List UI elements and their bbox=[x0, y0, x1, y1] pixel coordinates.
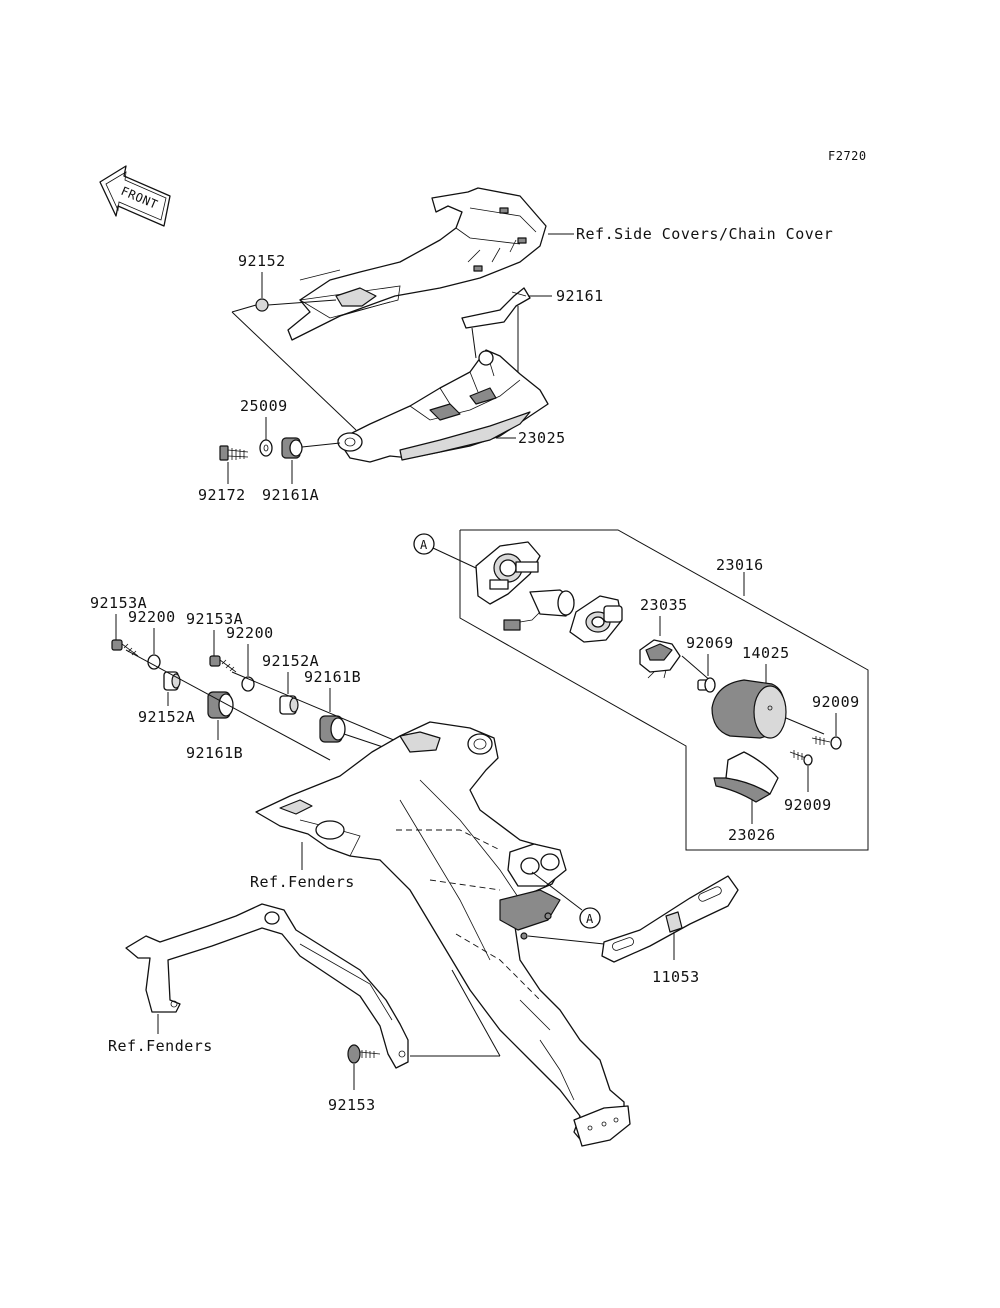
label-92161: 92161 bbox=[556, 287, 604, 305]
ref-fenders-upper-label: Ref.Fenders bbox=[250, 873, 355, 891]
label-92069: 92069 bbox=[686, 634, 734, 652]
ref-side-covers-label: Ref.Side Covers/Chain Cover bbox=[576, 225, 833, 243]
label-92152: 92152 bbox=[238, 252, 286, 270]
label-92153: 92153 bbox=[328, 1096, 376, 1114]
label-92152A-right: 92152A bbox=[262, 652, 319, 670]
bulb-socket-23035-part bbox=[639, 639, 681, 679]
svg-text:A: A bbox=[586, 912, 594, 926]
label-92161B-left: 92161B bbox=[186, 744, 243, 762]
label-92009-lower: 92009 bbox=[784, 796, 832, 814]
washer-25009-part bbox=[259, 439, 273, 457]
label-23035: 23035 bbox=[640, 596, 688, 614]
label-14025: 14025 bbox=[742, 644, 790, 662]
svg-text:A: A bbox=[420, 538, 428, 552]
figure-code: F2720 bbox=[828, 149, 867, 163]
ref-marker-a-lower: A bbox=[579, 907, 601, 929]
label-23025: 23025 bbox=[518, 429, 566, 447]
bulb-holder-part bbox=[569, 595, 623, 643]
grommet-92161A-part bbox=[281, 437, 303, 459]
label-92009-upper: 92009 bbox=[812, 693, 860, 711]
lower-tail-cover-23025-part bbox=[337, 349, 549, 463]
license-bracket-11053-part bbox=[601, 875, 739, 963]
ref-marker-a-top: A bbox=[413, 533, 435, 555]
grommet-92161B-right-part bbox=[319, 715, 346, 743]
label-92153A-right: 92153A bbox=[186, 610, 243, 628]
bracket-92161-part bbox=[461, 287, 531, 329]
grommet-92152-part bbox=[255, 298, 269, 312]
label-25009: 25009 bbox=[240, 397, 288, 415]
upper-tail-cover-part bbox=[287, 187, 547, 341]
grommet-92161B-left-part bbox=[207, 691, 234, 719]
label-92161A: 92161A bbox=[262, 486, 319, 504]
bulb-92069-part bbox=[697, 677, 716, 693]
bolt-92153A-left-part bbox=[111, 639, 139, 657]
label-92200-left: 92200 bbox=[128, 608, 176, 626]
lens-14025-part bbox=[711, 679, 787, 739]
label-92161B-right: 92161B bbox=[304, 668, 361, 686]
front-arrow-icon: FRONT bbox=[99, 165, 171, 227]
socket-wire-part bbox=[503, 589, 575, 631]
label-23016: 23016 bbox=[716, 556, 764, 574]
label-92172: 92172 bbox=[198, 486, 246, 504]
screw-92172-part bbox=[219, 445, 249, 461]
label-92200-right: 92200 bbox=[226, 624, 274, 642]
label-92152A-left: 92152A bbox=[138, 708, 195, 726]
label-23026: 23026 bbox=[728, 826, 776, 844]
ref-fenders-lower-label: Ref.Fenders bbox=[108, 1037, 213, 1055]
screw-92009-upper-part bbox=[811, 736, 842, 750]
rear-fender-bracket-part bbox=[255, 721, 631, 1147]
bolt-92153A-right-part bbox=[209, 655, 237, 673]
screw-92009-lower-part bbox=[789, 750, 813, 766]
bolt-92153-part bbox=[347, 1044, 381, 1064]
lens-cover-23026-part bbox=[713, 751, 779, 803]
lower-fender-stay-part bbox=[125, 903, 409, 1069]
tail-light-base-part bbox=[475, 541, 541, 605]
label-92153A-left: 92153A bbox=[90, 594, 147, 612]
label-11053: 11053 bbox=[652, 968, 700, 986]
